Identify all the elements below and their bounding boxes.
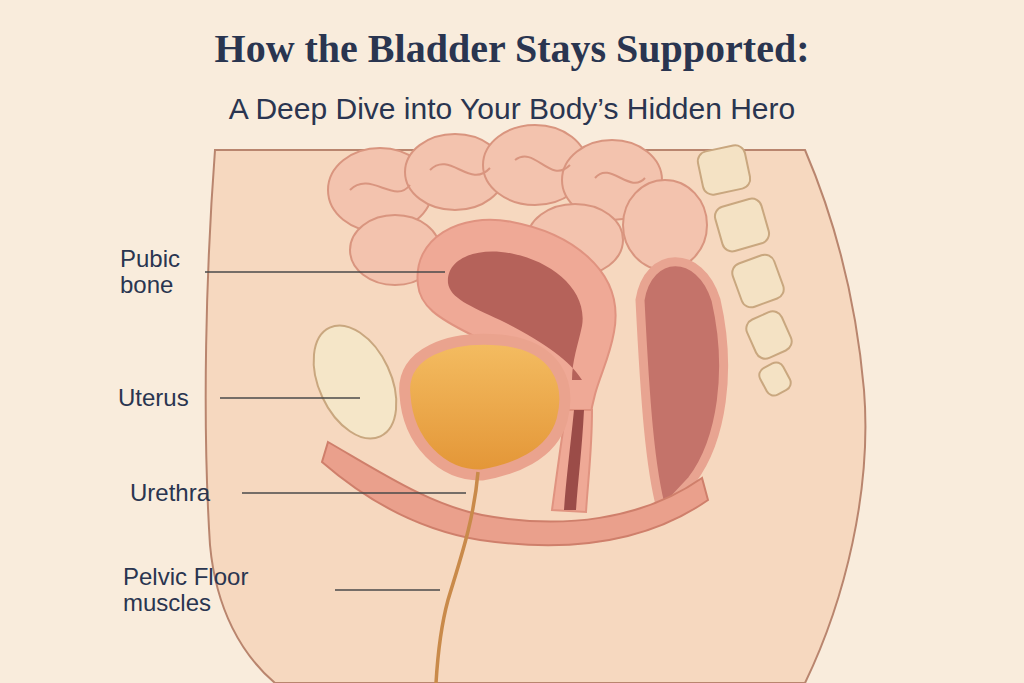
vertebra	[729, 252, 786, 310]
vertebra	[743, 308, 795, 362]
part-label: Urethra	[130, 480, 240, 506]
vaginal-canal	[564, 410, 584, 510]
pubic-bone	[297, 312, 413, 451]
part-label: Pubic bone	[120, 246, 210, 299]
intestine-loop	[623, 180, 707, 270]
bladder	[405, 339, 565, 475]
part-label: Pelvic Floor muscles	[123, 564, 273, 617]
vertebra	[756, 360, 793, 399]
body-silhouette	[206, 150, 866, 683]
leader-line	[242, 492, 466, 494]
vertebra	[713, 196, 772, 253]
leader-line	[205, 271, 445, 273]
leader-line	[220, 397, 360, 399]
leader-line	[335, 589, 440, 591]
subtitle: A Deep Dive into Your Body’s Hidden Hero	[12, 92, 1012, 127]
rectum	[640, 262, 724, 512]
title: How the Bladder Stays Supported:	[12, 26, 1012, 72]
vertebra	[696, 143, 752, 196]
urethra	[436, 472, 478, 683]
leader-lines	[205, 272, 466, 590]
part-label: Uterus	[118, 385, 218, 411]
intestine-fold	[350, 157, 645, 192]
